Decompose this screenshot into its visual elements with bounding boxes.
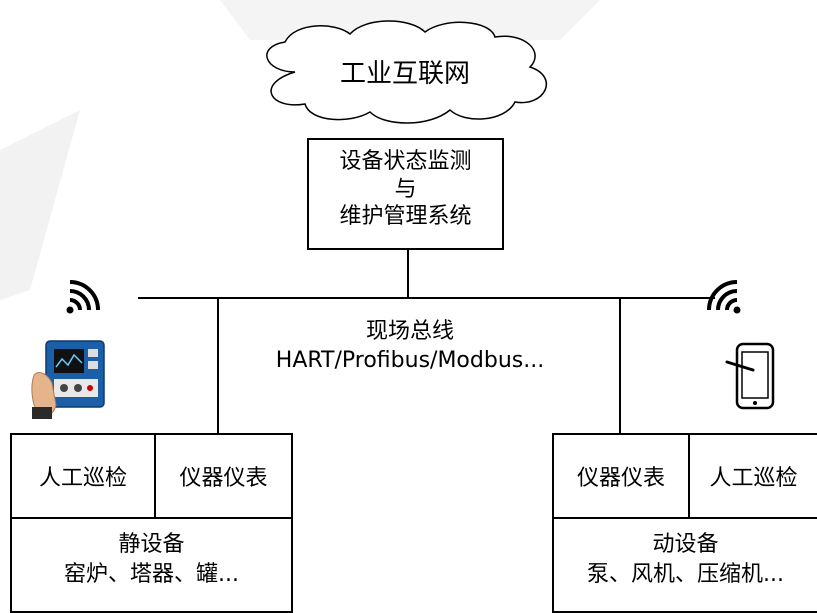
- system-box: 设备状态监测 与 维护管理系统: [307, 138, 504, 250]
- static-equipment-examples: 窑炉、塔器、罐...: [64, 562, 239, 587]
- static-equipment-group: 人工巡检 仪器仪表 静设备 窑炉、塔器、罐...: [10, 433, 293, 613]
- manual-inspection-cell: 人工巡检: [690, 435, 817, 519]
- static-equipment-title: 静设备: [118, 532, 185, 557]
- bus-line-1: 现场总线: [365, 319, 454, 344]
- system-line-1: 设备状态监测: [339, 149, 472, 174]
- connector-lines: [138, 250, 715, 434]
- instrument-cell: 仪器仪表: [554, 435, 690, 519]
- rotating-equipment-group: 仪器仪表 人工巡检 动设备 泵、风机、压缩机...: [552, 433, 817, 613]
- wifi-icon: [66, 280, 100, 314]
- system-line-2: 与: [394, 176, 417, 202]
- rotating-equipment-examples: 泵、风机、压缩机...: [587, 562, 784, 587]
- wifi-icon: [707, 280, 741, 314]
- tablet-icon: [725, 342, 775, 410]
- cloud-label: 工业互联网: [339, 59, 470, 89]
- cloud-shape: [266, 20, 548, 124]
- instrument-cell: 仪器仪表: [156, 435, 291, 519]
- handheld-device-icon: [31, 340, 105, 419]
- bus-line-2: HART/Profibus/Modbus...: [275, 348, 545, 373]
- manual-inspection-cell: 人工巡检: [12, 435, 156, 519]
- rotating-equipment-title: 动设备: [652, 532, 719, 557]
- system-line-3: 维护管理系统: [339, 204, 472, 229]
